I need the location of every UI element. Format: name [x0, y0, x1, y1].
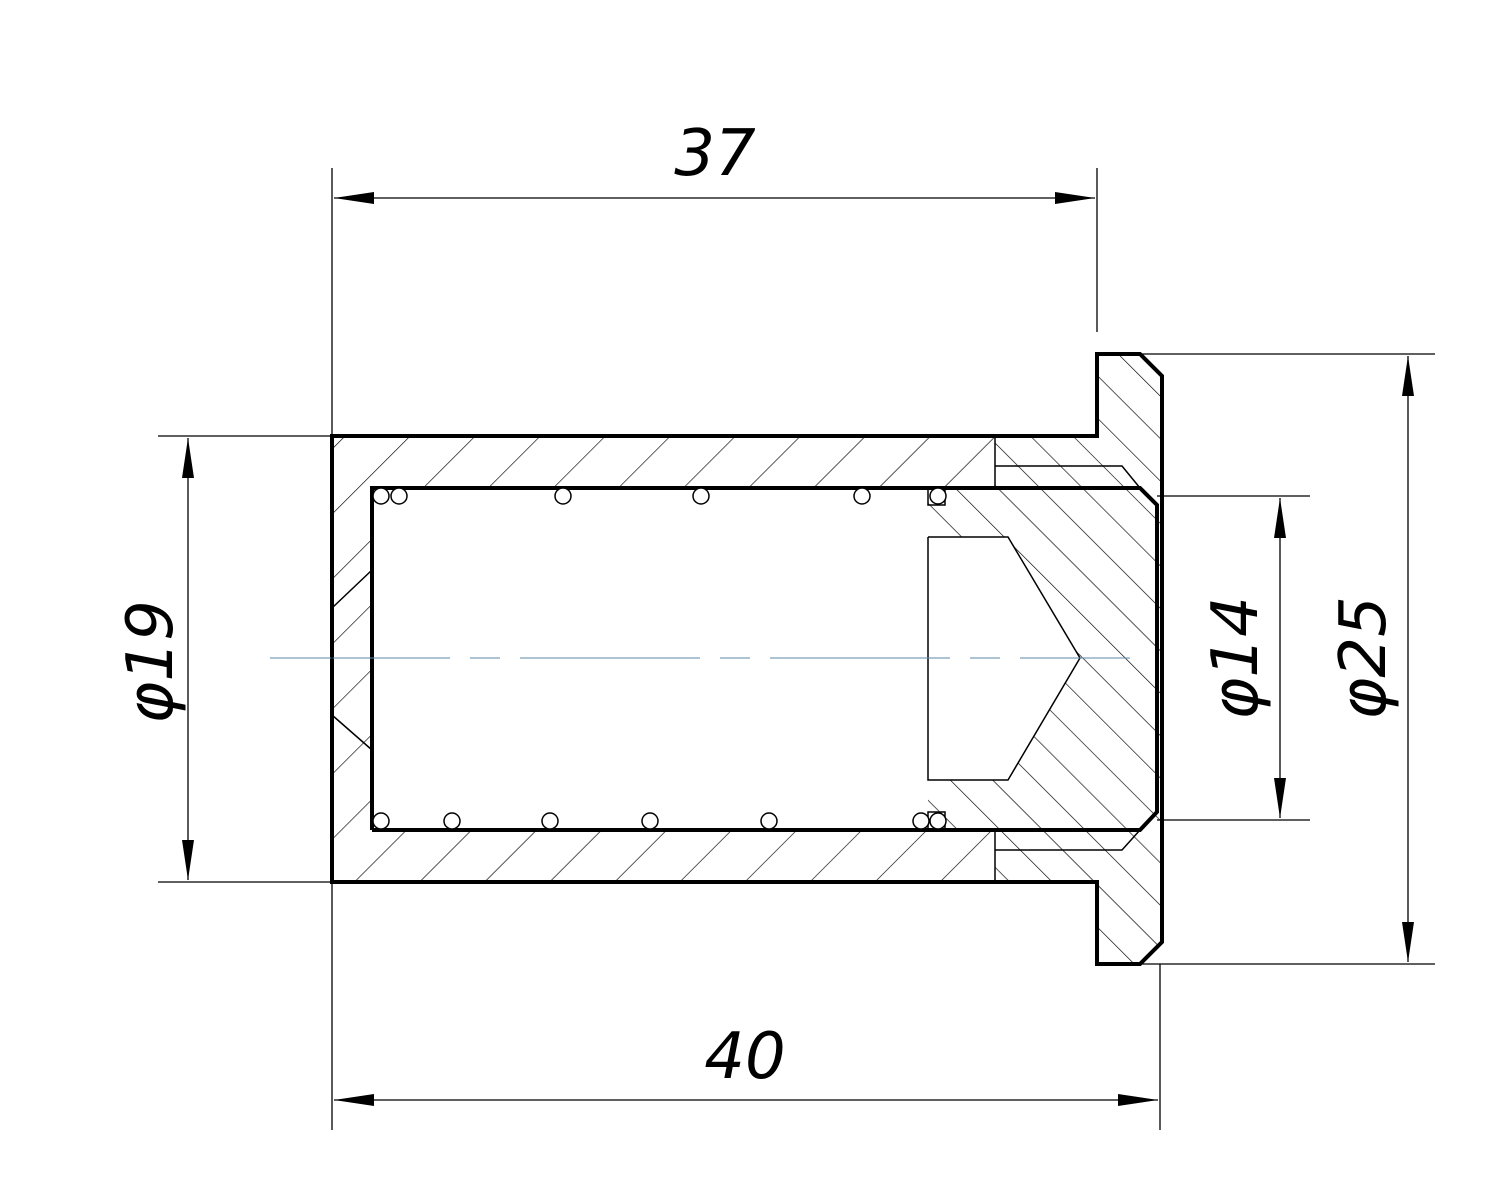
- dim-diameter-25: φ25: [1327, 596, 1401, 720]
- dim-length-40: 40: [704, 1020, 785, 1094]
- dimension-lines: [158, 168, 1435, 1130]
- spring-coils: [372, 487, 947, 830]
- dim-diameter-14: φ14: [1199, 596, 1273, 720]
- dim-diameter-19: φ19: [114, 600, 188, 724]
- dim-length-37: 37: [674, 117, 756, 191]
- tube-section: [332, 436, 995, 882]
- internal-lines: [331, 436, 1141, 882]
